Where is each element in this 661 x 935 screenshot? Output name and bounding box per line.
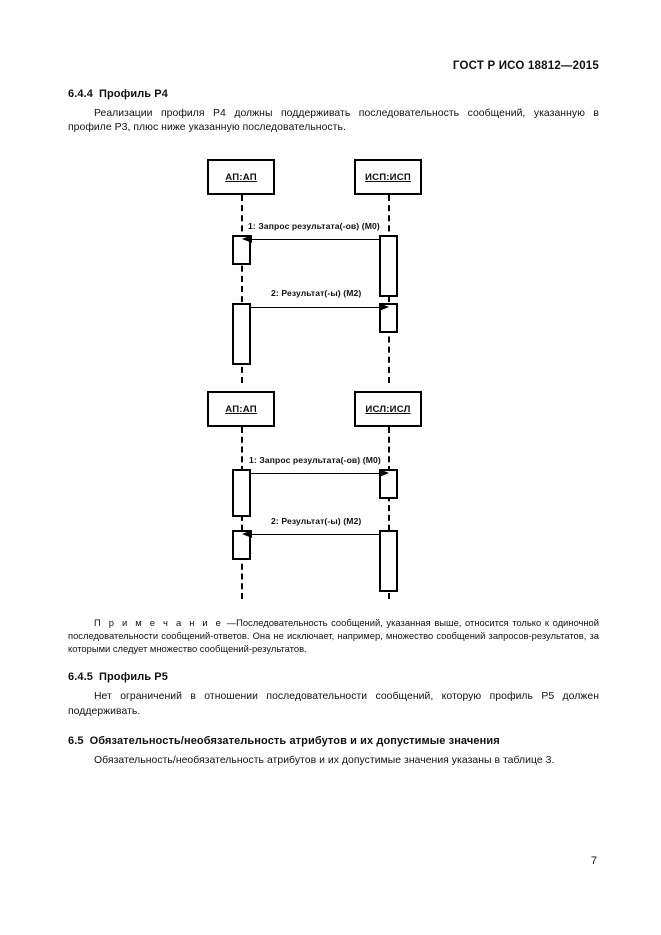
activation-ap-msg2-d1 (232, 303, 251, 366)
lifeline-label-isp-2: ИСЛ:ИСЛ (365, 403, 411, 415)
note-paragraph: П р и м е ч а н и е —Последовательность … (68, 616, 599, 655)
section-heading-65: 6.5 Обязательность/необязательность атриб… (68, 735, 599, 747)
section-heading-645: 6.4.5 Профиль Р5 (68, 671, 599, 683)
section-number-644: 6.4.4 (68, 88, 93, 100)
section-paragraph-644: Реализации профиля Р4 должны поддерживат… (68, 108, 599, 134)
note-dash: — (226, 617, 237, 629)
page-header: ГОСТ Р ИСО 18812—2015 (452, 60, 599, 72)
message-label-1-d1: 1: Запрос результата(-ов) (М0) (248, 221, 380, 232)
section-paragraph-645: Нет ограничений в отношении последовател… (68, 691, 599, 717)
message-line-2-d2 (246, 534, 379, 536)
message-label-2-d2: 2: Результат(-ы) (М2) (271, 516, 362, 527)
section-title-645: Профиль Р5 (98, 671, 168, 684)
message-arrowhead-1-d2 (379, 468, 389, 477)
message-line-2-d1 (251, 307, 381, 309)
note-text: Последовательность сообщений, указанная … (68, 617, 599, 655)
lifeline-head-isp-1: ИСП:ИСП (354, 159, 422, 196)
section-paragraph-65: Обязательность/необязательность атрибуто… (94, 754, 555, 766)
activation-ap-msg1-d2 (232, 469, 251, 518)
activation-ap-msg2-d2 (232, 530, 251, 561)
section-heading-644: 6.4.4 Профиль Р4 (68, 88, 599, 100)
message-line-1-d1 (246, 239, 379, 241)
note-label: П р и м е ч а н и е (94, 617, 224, 629)
lifeline-label-ap-2: АП:АП (225, 403, 257, 415)
sequence-diagram-1: АП:АП ИСП:ИСП 1: Запрос результата(-ов) … (68, 153, 599, 391)
lifeline-head-isp-2: ИСЛ:ИСЛ (354, 391, 422, 428)
message-line-1-d2 (251, 473, 381, 475)
section-number-645: 6.4.5 (68, 671, 93, 684)
activation-ap-msg1-d1 (232, 235, 251, 266)
sequence-diagram-2: АП:АП ИСЛ:ИСЛ 1: Запрос результата(-ов) … (68, 391, 599, 603)
page-content: 6.4.4 Профиль Р4 Реализации профиля Р4 до… (68, 88, 599, 768)
lifeline-dash-ap-1 (241, 195, 243, 384)
activation-isp-msg1-d1 (379, 235, 398, 298)
lifeline-dash-isp-2 (388, 427, 390, 600)
message-label-1-d2: 1: Запрос результата(-ов) (М0) (249, 455, 381, 466)
message-arrowhead-2-d2 (242, 529, 252, 538)
message-arrowhead-2-d1 (379, 302, 389, 311)
section-number-65: 6.5 (68, 734, 84, 747)
lifeline-head-ap-2: АП:АП (207, 391, 275, 428)
activation-isp-msg2-d2 (379, 530, 398, 593)
lifeline-label-isp-1: ИСП:ИСП (364, 171, 412, 183)
message-label-2-d1: 2: Результат(-ы) (М2) (271, 288, 362, 299)
page-number: 7 (590, 855, 597, 867)
section-title-65: Обязательность/необязательность атрибуто… (89, 734, 500, 747)
section-title-644: Профиль Р4 (98, 88, 168, 100)
message-arrowhead-1-d1 (242, 234, 252, 243)
lifeline-head-ap-1: АП:АП (207, 159, 275, 196)
lifeline-label-ap-1: АП:АП (225, 171, 257, 183)
